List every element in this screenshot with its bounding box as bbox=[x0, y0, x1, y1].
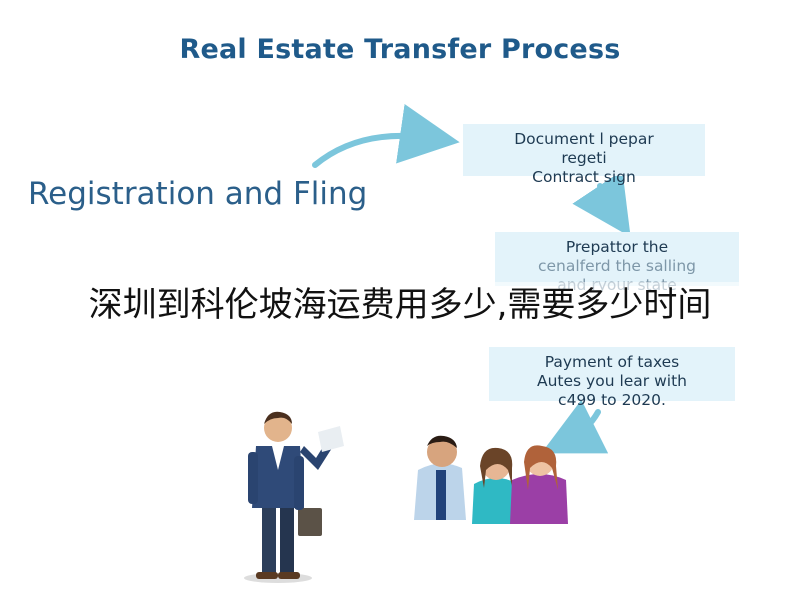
arrow-step-3-to-people bbox=[541, 399, 609, 454]
step-2-line-2: cenalferd the salling bbox=[537, 257, 697, 275]
arrow-to-step-1 bbox=[312, 104, 460, 168]
step-2-line-1: Prepattor the bbox=[565, 238, 669, 256]
step-box-1: Document l pepar regeti Contract sign bbox=[463, 124, 705, 186]
step-box-2: Prepattor the cenalferd the salling and … bbox=[495, 232, 739, 294]
step-3-line-2: Autes you lear with bbox=[537, 372, 687, 390]
overlay-banner-text: 深圳到科伦坡海运费用多少,需要多少时间 bbox=[0, 282, 800, 328]
arrow-step-1-to-2 bbox=[572, 170, 631, 237]
businessman-figure bbox=[244, 411, 344, 583]
registration-label: Registration and Fling bbox=[28, 176, 368, 212]
step-3-line-3: c499 to 2020. bbox=[558, 391, 666, 409]
step-1-line-2: regeti bbox=[561, 149, 607, 167]
step-box-3: Payment of taxes Autes you lear with c49… bbox=[489, 347, 735, 409]
diagram-title: Real Estate Transfer Process bbox=[179, 34, 621, 65]
people-group bbox=[414, 435, 568, 524]
step-3-line-1: Payment of taxes bbox=[544, 353, 680, 371]
step-1-line-3: Contract sign bbox=[532, 168, 636, 186]
step-1-line-1: Document l pepar bbox=[514, 130, 654, 148]
